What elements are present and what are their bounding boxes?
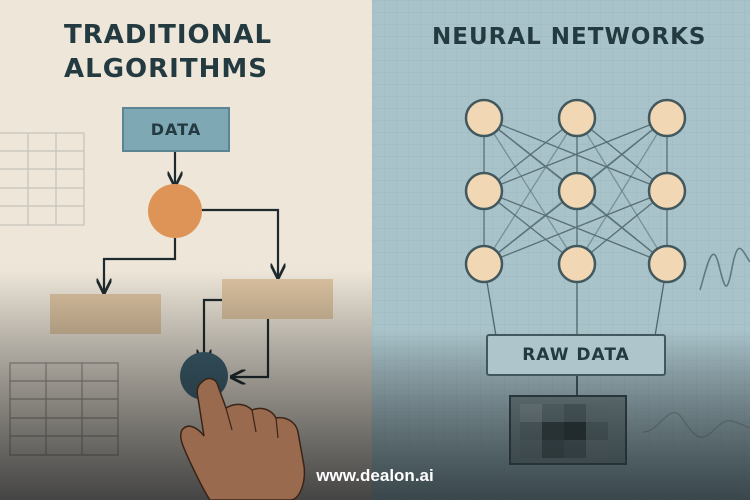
data-box: DATA <box>122 107 230 152</box>
bottom-shadow-left <box>0 270 372 500</box>
network-node <box>647 98 687 138</box>
signal-wave-icon <box>699 247 750 291</box>
network-nodes <box>464 98 687 284</box>
network-edge <box>576 117 668 265</box>
decision-node <box>148 184 202 238</box>
network-edge <box>483 117 668 192</box>
network-node <box>557 171 597 211</box>
faded-table-top <box>0 132 85 226</box>
network-node <box>557 98 597 138</box>
network-edge <box>483 117 578 265</box>
network-node <box>557 244 597 284</box>
network-node <box>464 98 504 138</box>
network-edge <box>483 190 668 265</box>
footer-url: www.dealon.ai <box>316 466 434 485</box>
network-node <box>647 244 687 284</box>
raw-data-box: RAW DATA <box>486 334 666 376</box>
network-node <box>464 171 504 211</box>
pointing-hand-icon <box>179 377 306 500</box>
traditional-title: TRADITIONAL ALGORITHMS <box>64 20 273 84</box>
neural-title: NEURAL NETWORKS <box>432 24 707 50</box>
network-node <box>464 244 504 284</box>
network-node <box>647 171 687 211</box>
